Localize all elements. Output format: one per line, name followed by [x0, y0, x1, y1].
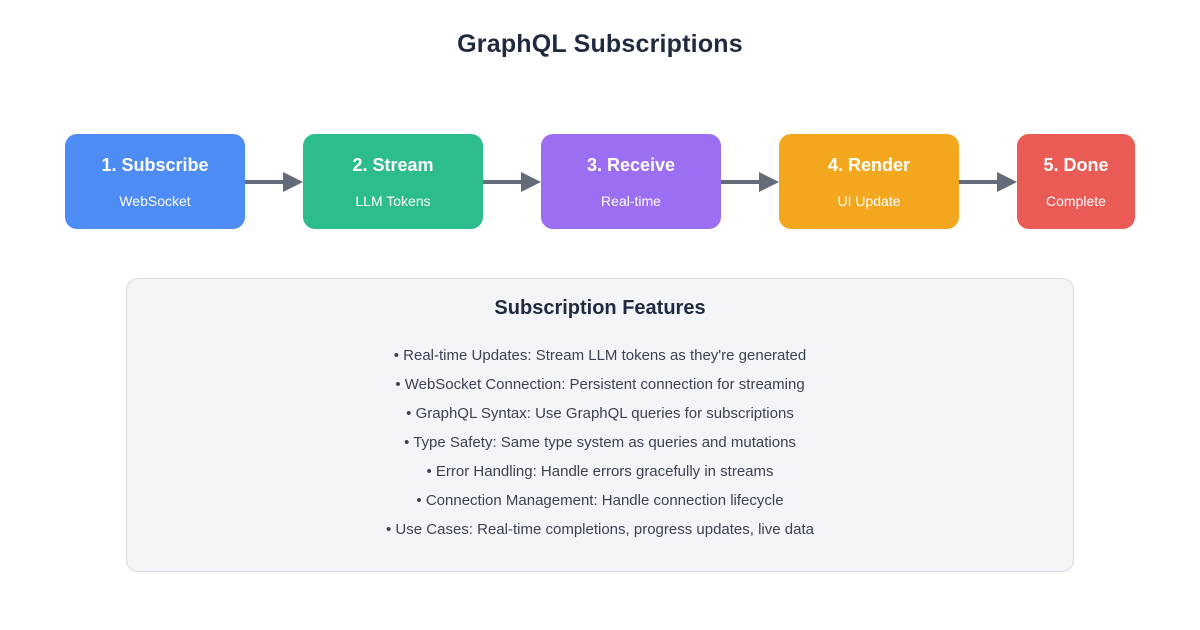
- arrow-shaft: [959, 179, 997, 184]
- arrow-head-icon: [521, 171, 541, 192]
- flow-step-4: 4. Render UI Update: [779, 134, 959, 229]
- feature-item: • Use Cases: Real-time completions, prog…: [386, 521, 814, 538]
- feature-item: • Connection Management: Handle connecti…: [416, 492, 784, 509]
- arrow-head-icon: [997, 171, 1017, 192]
- arrow-shaft: [483, 179, 521, 184]
- feature-item: • Type Safety: Same type system as queri…: [404, 434, 796, 451]
- flow-arrow: [245, 171, 303, 192]
- flow-step-sublabel: UI Update: [837, 192, 901, 209]
- feature-item: • WebSocket Connection: Persistent conne…: [395, 376, 805, 393]
- flow-step-sublabel: WebSocket: [119, 192, 191, 209]
- arrow-shaft: [721, 179, 759, 184]
- features-list: • Real-time Updates: Stream LLM tokens a…: [147, 341, 1053, 544]
- flow-step-sublabel: LLM Tokens: [355, 192, 431, 209]
- feature-item: • Error Handling: Handle errors graceful…: [426, 463, 774, 480]
- page-title: GraphQL Subscriptions: [457, 30, 743, 58]
- features-panel: Subscription Features • Real-time Update…: [126, 278, 1074, 572]
- flow-step-label: 5. Done: [1043, 154, 1109, 175]
- flow-step-label: 3. Receive: [586, 154, 676, 175]
- flow-step-sublabel: Real-time: [601, 192, 661, 209]
- feature-item: • Real-time Updates: Stream LLM tokens a…: [393, 347, 807, 364]
- feature-item: • GraphQL Syntax: Use GraphQL queries fo…: [406, 405, 794, 422]
- arrow-shaft: [245, 179, 283, 184]
- arrow-head-icon: [283, 171, 303, 192]
- flow-step-label: 4. Render: [827, 154, 911, 175]
- arrow-head-icon: [759, 171, 779, 192]
- flow-arrow: [483, 171, 541, 192]
- flow-arrow: [721, 171, 779, 192]
- flow-step-label: 1. Subscribe: [101, 154, 209, 175]
- flow-step-label: 2. Stream: [352, 154, 434, 175]
- features-title: Subscription Features: [494, 297, 706, 319]
- flow-arrow: [959, 171, 1017, 192]
- flow-step-sublabel: Complete: [1046, 192, 1106, 209]
